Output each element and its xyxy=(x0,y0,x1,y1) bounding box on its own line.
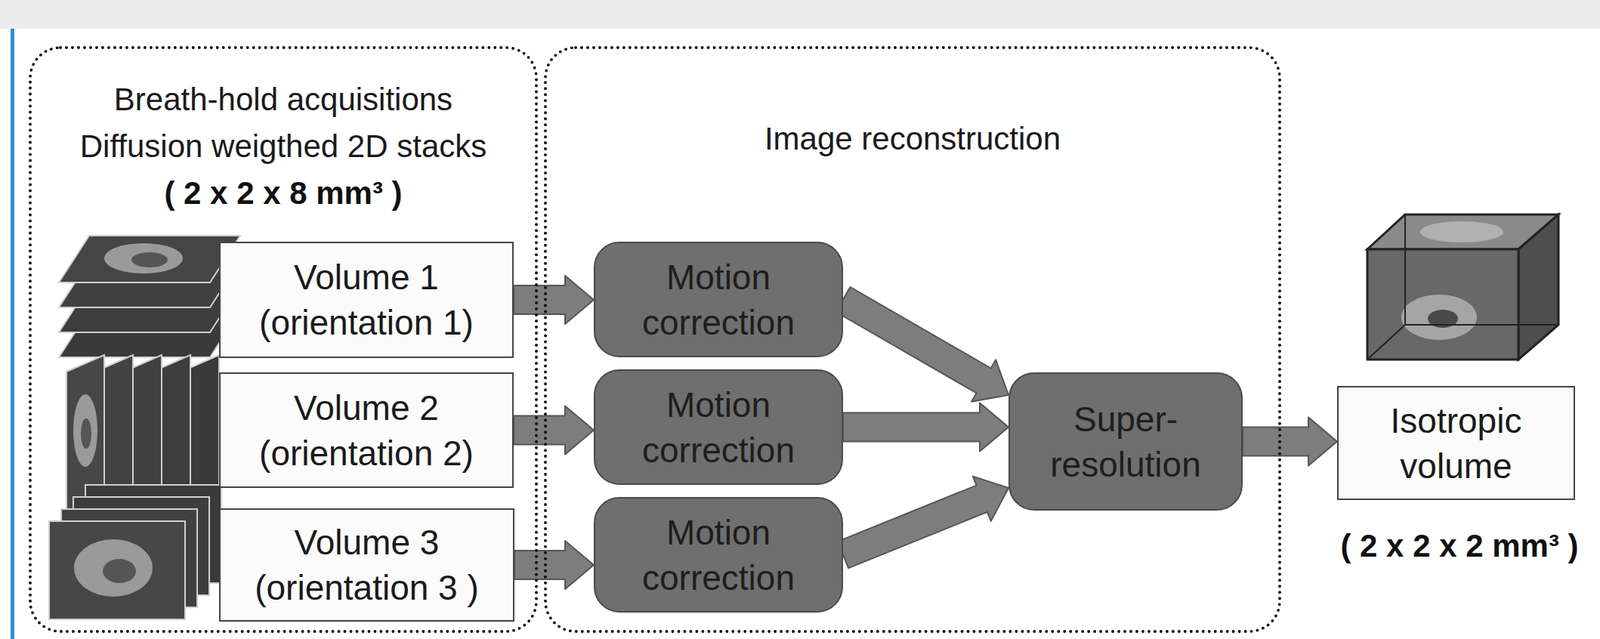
isotropic-cube xyxy=(1367,214,1559,360)
heading-text: Image reconstruction xyxy=(546,115,1279,163)
box-label: Motion correction xyxy=(621,382,816,473)
box-label: Isotropic volume xyxy=(1364,398,1549,489)
cube-edge xyxy=(1405,324,1559,326)
group-heading: Image reconstruction xyxy=(546,115,1279,163)
box-label: Motion correction xyxy=(621,509,816,601)
box-label: Volume 2 (orientation 2) xyxy=(232,385,501,476)
heart-image xyxy=(73,394,98,467)
heart-image xyxy=(102,559,136,584)
box-label: Volume 3 (orientation 3 ) xyxy=(229,519,504,611)
heart-image xyxy=(1401,294,1477,340)
volume-box: Volume 2 (orientation 2) xyxy=(219,372,514,489)
block-arrow xyxy=(1242,417,1338,467)
heart-image xyxy=(74,539,153,597)
dimension-label: ( 2 x 2 x 2 mm³ ) xyxy=(1340,522,1579,570)
image-slice xyxy=(58,235,241,283)
volume-box: Volume 3 (orientation 3 ) xyxy=(219,508,515,622)
slice-stack-axial xyxy=(58,235,241,358)
process-box: Motion correction xyxy=(593,369,844,485)
box-label: Super-resolution xyxy=(1032,396,1219,488)
cube-edge xyxy=(1404,214,1406,325)
block-arrow xyxy=(513,406,594,455)
group-heading: Breath-hold acquisitionsDiffusion weigth… xyxy=(31,76,535,217)
heart-image xyxy=(104,243,183,274)
cube-front xyxy=(1367,249,1519,360)
heading-text: Diffusion weigthed 2D stacks xyxy=(31,123,535,170)
cube-side xyxy=(1518,214,1559,360)
cube-edge xyxy=(1367,324,1406,360)
process-box: Super-resolution xyxy=(1008,372,1243,511)
heading-text: Breath-hold acquisitions xyxy=(31,76,535,124)
box-label: Volume 1 (orientation 1) xyxy=(232,254,501,346)
output-box: Isotropic volume xyxy=(1337,386,1576,501)
block-arrow xyxy=(837,476,1009,569)
process-box: Motion correction xyxy=(593,497,844,613)
block-arrow xyxy=(513,275,594,325)
header-band xyxy=(0,0,1600,29)
process-box: Motion correction xyxy=(593,241,844,358)
reconstruction-group: Image reconstructionMotion correctionMot… xyxy=(543,46,1282,634)
block-arrow xyxy=(843,403,1009,452)
slice-stack-coronal xyxy=(49,484,222,620)
block-arrow xyxy=(514,540,594,590)
side-rule xyxy=(10,28,15,639)
heart-image xyxy=(131,252,168,268)
volume-box: Volume 1 (orientation 1) xyxy=(219,241,514,359)
dimension-label: ( 2 x 2 x 8 mm³ ) xyxy=(31,169,535,217)
heart-image xyxy=(80,418,92,449)
block-arrow xyxy=(836,287,1010,402)
image-slice xyxy=(49,521,186,620)
acquisition-group: Breath-hold acquisitionsDiffusion weigth… xyxy=(28,46,538,634)
heart-image xyxy=(1420,221,1504,243)
box-label: Motion correction xyxy=(621,254,816,346)
